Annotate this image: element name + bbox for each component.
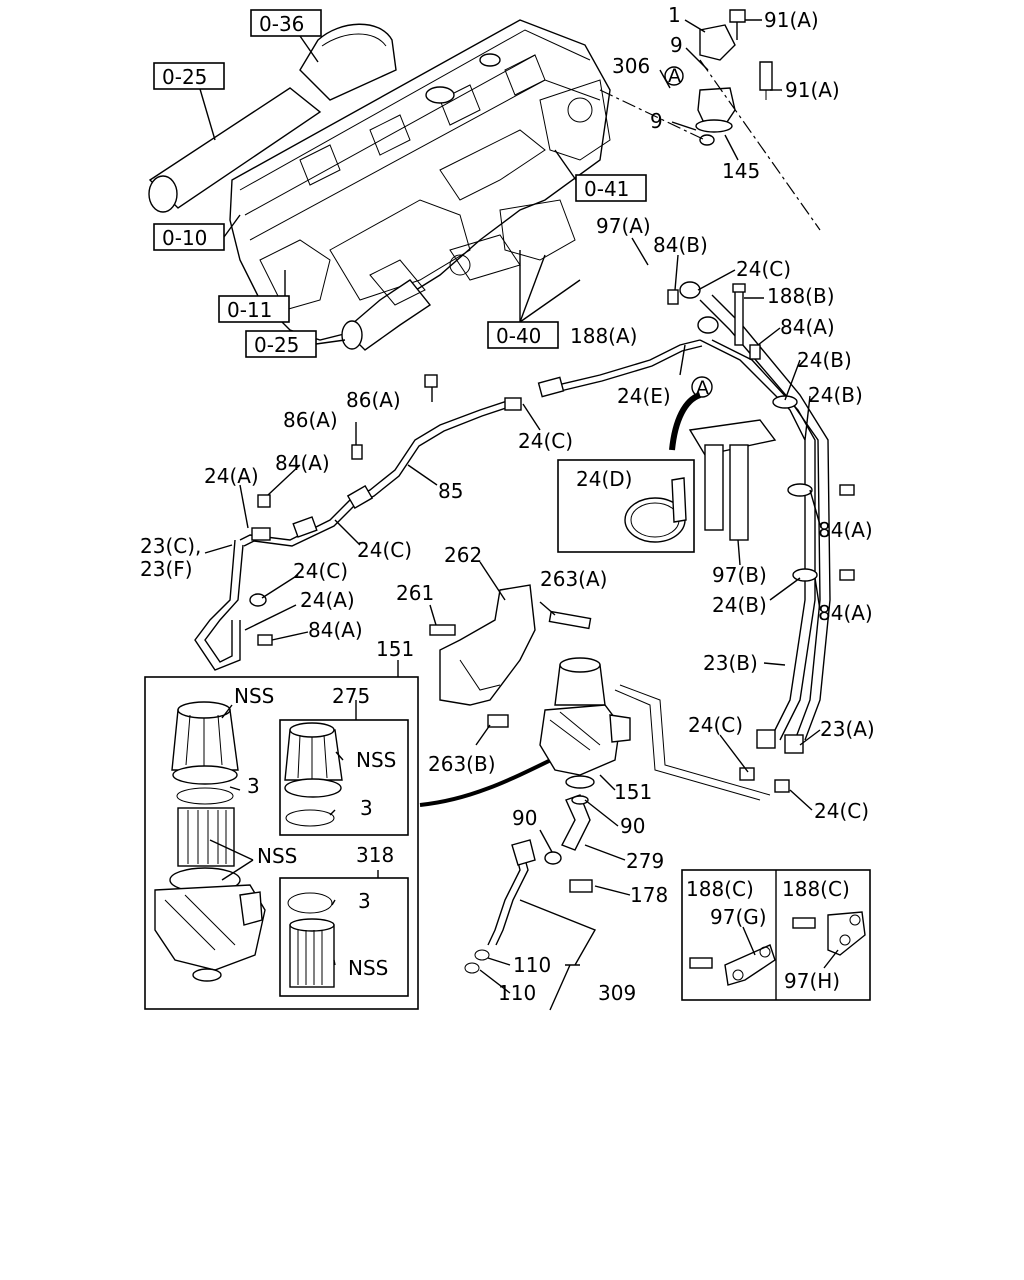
label-23b: 23(B) bbox=[703, 651, 758, 675]
label-309: 309 bbox=[598, 981, 636, 1005]
label-23a: 23(A) bbox=[820, 717, 875, 741]
label-9-mid: 9 bbox=[650, 109, 663, 133]
clamp-detail-box: 24(D) bbox=[557, 459, 695, 553]
bracket-detail-box bbox=[681, 869, 871, 1001]
label-151-top: 151 bbox=[376, 637, 414, 661]
label-279: 279 bbox=[626, 849, 664, 873]
label-24c-1: 24(C) bbox=[736, 257, 791, 281]
label-3-2: 3 bbox=[360, 796, 373, 820]
label-263a: 263(A) bbox=[540, 567, 607, 591]
label-85: 85 bbox=[438, 479, 463, 503]
label-24c-2: 24(C) bbox=[518, 429, 573, 453]
label-188c-2: 188(C) bbox=[782, 877, 850, 901]
callout-0-25-bottom: 0-25 bbox=[254, 333, 299, 357]
label-a-top: A bbox=[668, 65, 681, 87]
drain-pipe-group bbox=[464, 794, 593, 974]
label-nss-3: NSS bbox=[257, 844, 297, 868]
callout-0-40: 0-40 bbox=[496, 324, 541, 348]
part-labels: 1 91(A) 9 306 A 91(A) 9 145 97(A) 84(B) … bbox=[140, 3, 875, 1005]
label-318: 318 bbox=[356, 843, 394, 867]
label-24b-3: 24(B) bbox=[712, 593, 767, 617]
label-84a-3: 84(A) bbox=[818, 518, 873, 542]
label-84a-1: 84(A) bbox=[780, 315, 835, 339]
label-97g: 97(G) bbox=[710, 905, 767, 929]
label-84a-4: 84(A) bbox=[818, 601, 873, 625]
label-24c-3: 24(C) bbox=[357, 538, 412, 562]
label-86a-1: 86(A) bbox=[346, 388, 401, 412]
label-84a-2: 84(A) bbox=[275, 451, 330, 475]
label-3-1: 3 bbox=[247, 774, 260, 798]
label-nss-1: NSS bbox=[234, 684, 274, 708]
label-23f: 23(F) bbox=[140, 557, 193, 581]
label-24d: 24(D) bbox=[576, 467, 632, 491]
label-306: 306 bbox=[612, 54, 650, 78]
label-110-1: 110 bbox=[513, 953, 551, 977]
label-1: 1 bbox=[668, 3, 681, 27]
label-145: 145 bbox=[722, 159, 760, 183]
label-24c-5: 24(C) bbox=[688, 713, 743, 737]
label-84a-5: 84(A) bbox=[308, 618, 363, 642]
label-261: 261 bbox=[396, 581, 434, 605]
reference-curves bbox=[419, 392, 702, 807]
label-91a-1: 91(A) bbox=[764, 8, 819, 32]
label-90-2: 90 bbox=[620, 814, 645, 838]
label-a-mid: A bbox=[696, 377, 709, 399]
label-24a-2: 24(A) bbox=[300, 588, 355, 612]
label-nss-2: NSS bbox=[356, 748, 396, 772]
label-151-mid: 151 bbox=[614, 780, 652, 804]
callout-0-10: 0-10 bbox=[162, 226, 207, 250]
callout-0-41: 0-41 bbox=[584, 177, 629, 201]
filter-bracket-assembly bbox=[429, 584, 771, 801]
label-188a: 188(A) bbox=[570, 324, 637, 348]
label-24e: 24(E) bbox=[617, 384, 671, 408]
label-97h: 97(H) bbox=[784, 969, 840, 993]
label-262: 262 bbox=[444, 543, 482, 567]
callout-0-11: 0-11 bbox=[227, 298, 272, 322]
label-188b: 188(B) bbox=[767, 284, 835, 308]
filter-exploded-box bbox=[144, 676, 419, 1010]
label-9-top: 9 bbox=[670, 33, 683, 57]
label-24c-4: 24(C) bbox=[293, 559, 348, 583]
label-97b: 97(B) bbox=[712, 563, 767, 587]
engine-drawing bbox=[148, 19, 611, 351]
callout-0-25-top: 0-25 bbox=[162, 65, 207, 89]
label-263b: 263(B) bbox=[428, 752, 496, 776]
label-84b: 84(B) bbox=[653, 233, 708, 257]
label-24a-1: 24(A) bbox=[204, 464, 259, 488]
label-110-2: 110 bbox=[498, 981, 536, 1005]
label-86a-2: 86(A) bbox=[283, 408, 338, 432]
label-275: 275 bbox=[332, 684, 370, 708]
fuel-lines bbox=[194, 281, 855, 793]
label-178: 178 bbox=[630, 883, 668, 907]
label-91a-2: 91(A) bbox=[785, 78, 840, 102]
label-24b-2: 24(B) bbox=[808, 383, 863, 407]
callout-0-36: 0-36 bbox=[259, 12, 304, 36]
label-90-1: 90 bbox=[512, 806, 537, 830]
leader-lines bbox=[204, 19, 839, 1011]
label-23c: 23(C), bbox=[140, 534, 201, 558]
label-nss-4: NSS bbox=[348, 956, 388, 980]
label-97a: 97(A) bbox=[596, 214, 651, 238]
label-3-3: 3 bbox=[358, 889, 371, 913]
label-24b-1: 24(B) bbox=[797, 348, 852, 372]
top-fitting-group bbox=[599, 9, 821, 231]
label-24c-6: 24(C) bbox=[814, 799, 869, 823]
label-188c-1: 188(C) bbox=[686, 877, 754, 901]
callout-boxes: 0-36 0-25 0-10 0-11 0-25 0-41 0-40 bbox=[153, 9, 647, 358]
